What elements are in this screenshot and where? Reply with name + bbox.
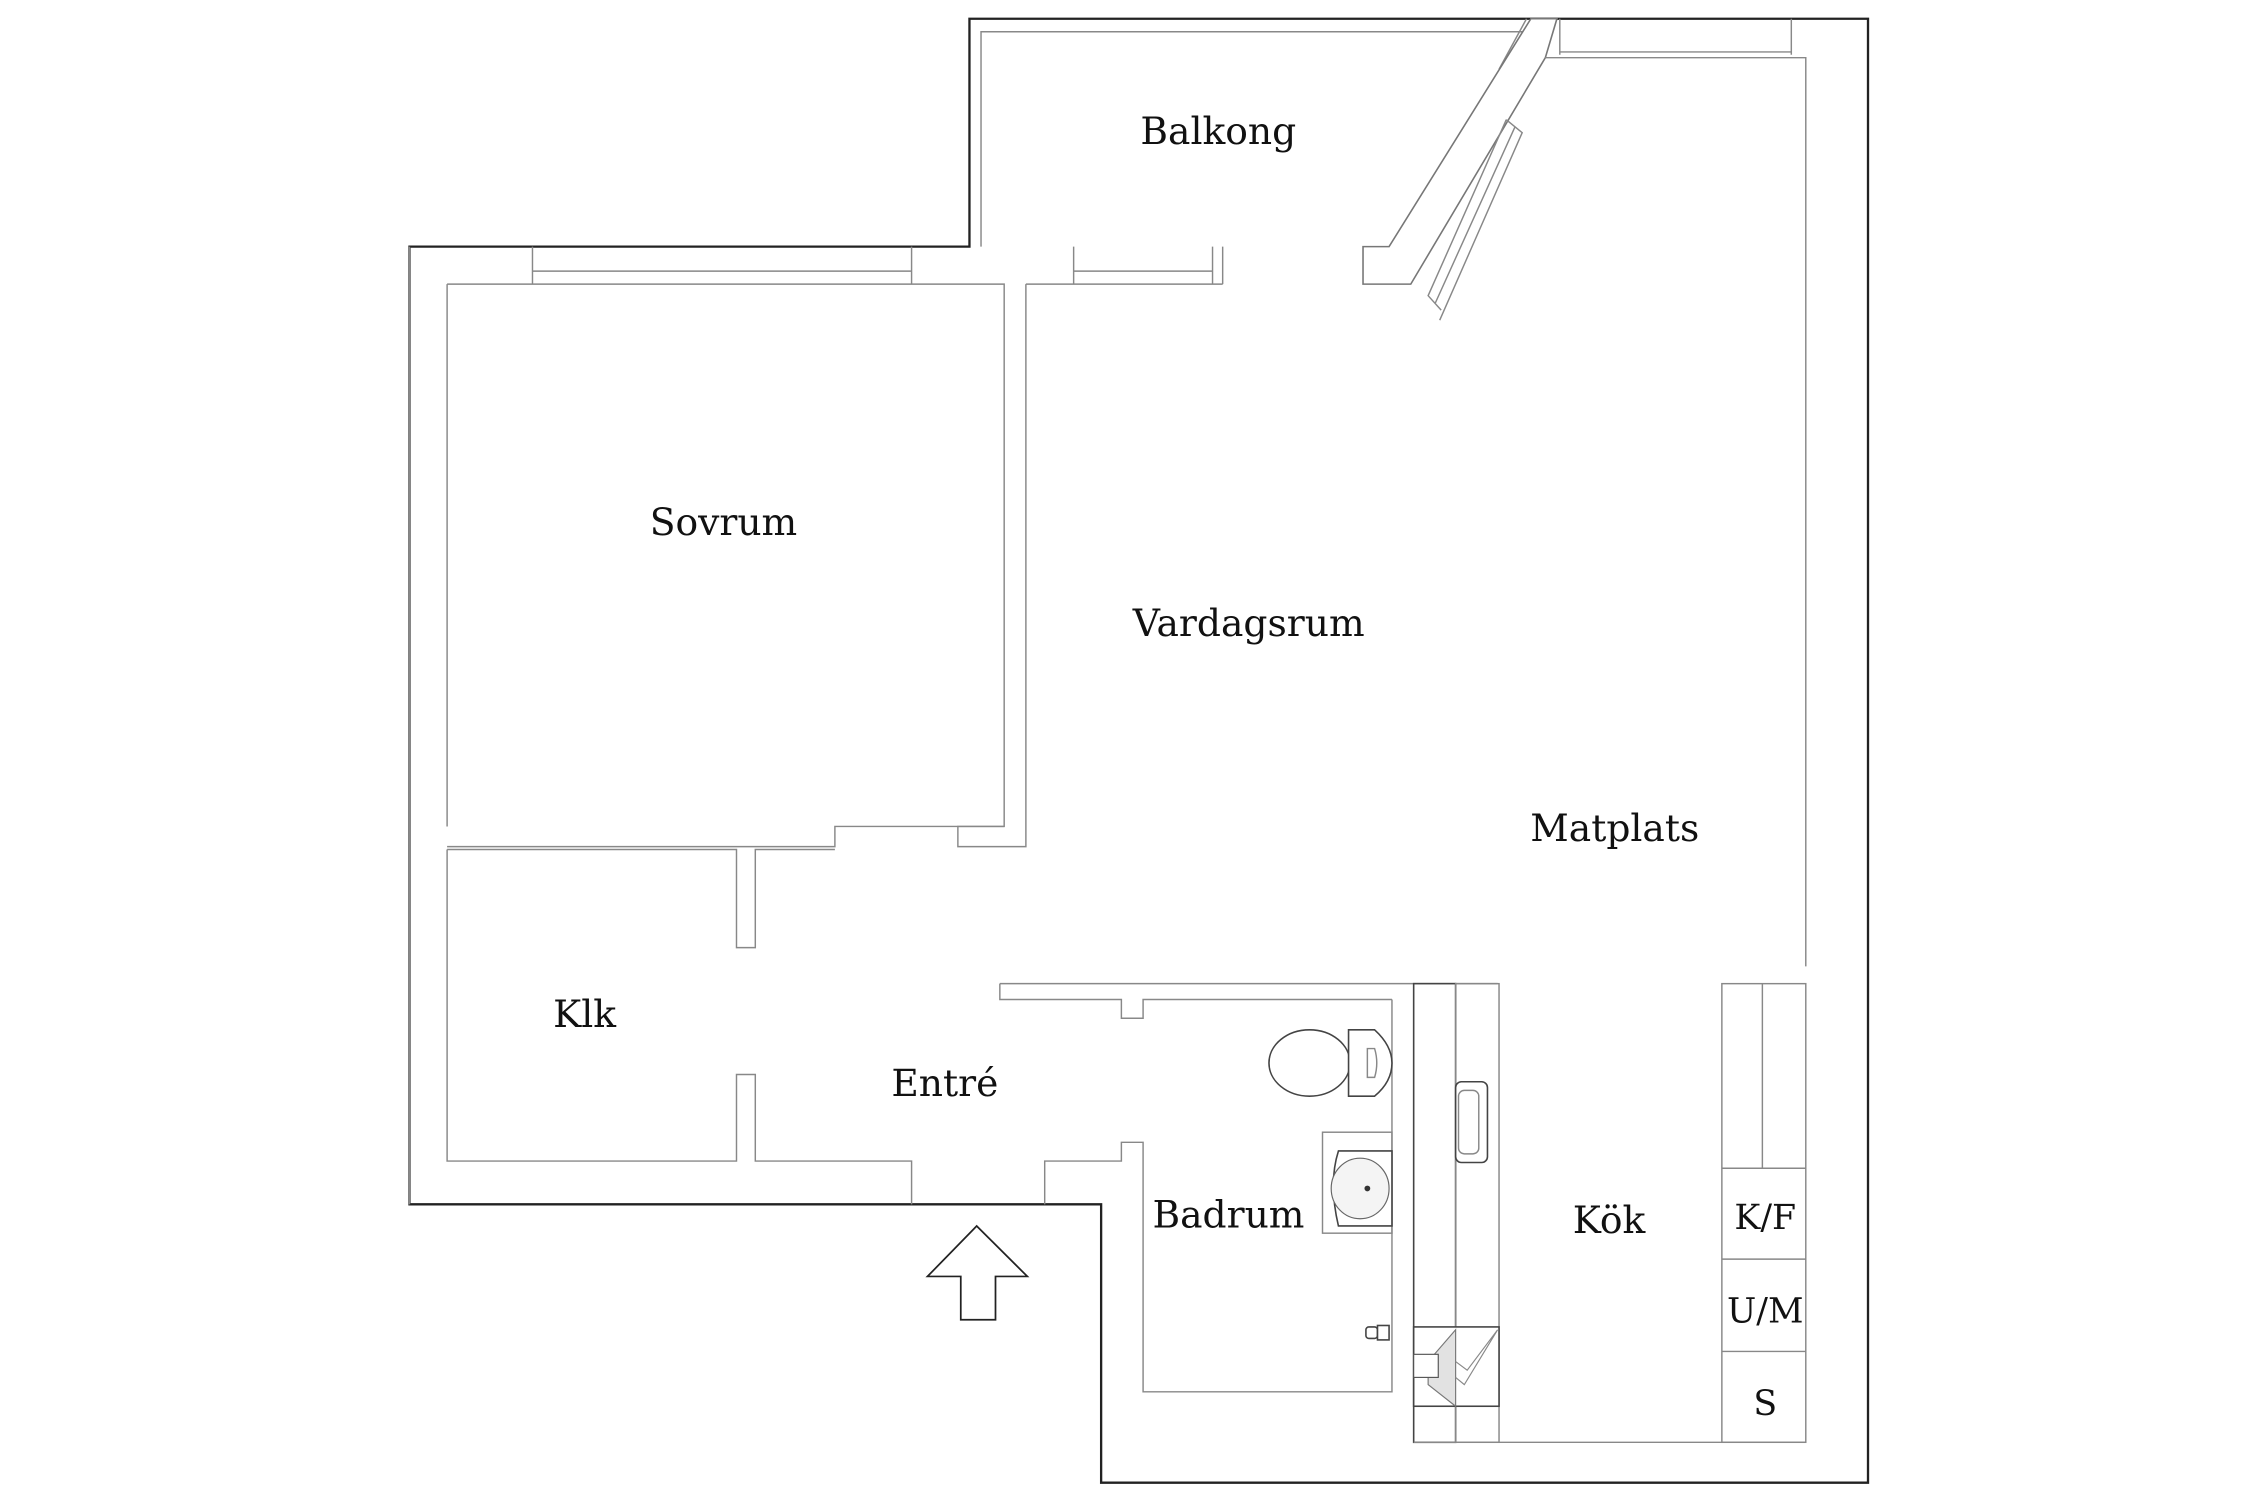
entrance-arrow-icon <box>925 1224 1030 1321</box>
kitchen-sink <box>1454 1080 1489 1164</box>
sovrum-window <box>531 246 913 285</box>
label-vardagsrum: Vardagsrum <box>1132 601 1365 645</box>
partition-wall <box>957 284 1027 848</box>
label-entre: Entré <box>891 1061 998 1105</box>
shower-tap-icon <box>1365 1324 1390 1341</box>
slanted-window <box>1427 119 1524 321</box>
counter-bottom <box>1413 1405 1806 1444</box>
label-um: U/M <box>1727 1292 1803 1332</box>
label-klk: Klk <box>553 992 617 1036</box>
label-s: S <box>1753 1384 1777 1424</box>
entrance-opening <box>1043 999 1393 1393</box>
appliance-column <box>1721 982 1807 1444</box>
balcony-rail <box>981 18 1528 70</box>
sink-basin <box>1457 1089 1480 1155</box>
slanted-wall <box>1362 17 1558 285</box>
stove-check <box>1455 1329 1499 1386</box>
label-balkong: Balkong <box>1140 109 1296 153</box>
stove-hood <box>1427 1328 1457 1408</box>
label-kf: K/F <box>1734 1198 1796 1238</box>
label-kok: Kök <box>1573 1198 1647 1242</box>
klk-walls <box>446 848 913 1205</box>
label-sovrum: Sovrum <box>650 500 798 544</box>
washbasin-icon <box>1321 1131 1393 1234</box>
vardagsrum-window <box>1025 246 1224 285</box>
stove-vent <box>1413 1353 1439 1378</box>
outer-outline <box>408 17 1870 1484</box>
toilet-icon <box>1268 1029 1393 1097</box>
appliance-dividers <box>1721 983 1806 1353</box>
top-right-window <box>1545 18 1807 967</box>
label-matplats: Matplats <box>1530 806 1699 850</box>
label-badrum: Badrum <box>1152 1192 1304 1236</box>
